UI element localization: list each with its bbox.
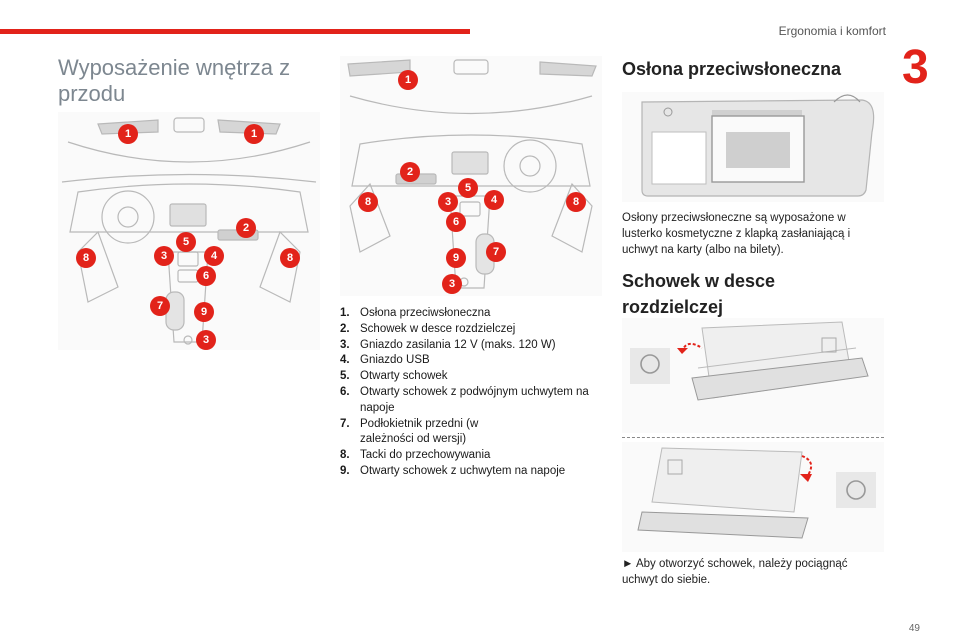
legend-item: 8.Tacki do przechowywania	[340, 449, 491, 462]
chapter-accent-bar	[0, 29, 470, 34]
callout-6: 6	[196, 266, 216, 286]
legend-list: 1.Osłona przeciwsłoneczna 2.Schowek w de…	[340, 306, 602, 480]
callout-8: 8	[280, 248, 300, 268]
page-number: 49	[908, 623, 920, 634]
callout-3: 3	[196, 330, 216, 350]
legend-item: 4.Gniazdo USB	[340, 354, 430, 367]
callout-7: 7	[486, 242, 506, 262]
callout-4: 4	[484, 190, 504, 210]
sunvisor-illustration	[622, 92, 884, 202]
legend-item: 7.Podłokietnik przedni (w zależności od …	[340, 417, 479, 446]
chapter-title: Ergonomia i komfort	[778, 24, 886, 38]
callout-7: 7	[150, 296, 170, 316]
callout-2: 2	[400, 162, 420, 182]
sunvisor-heading: Osłona przeciwsłoneczna	[622, 59, 842, 79]
legend-item: 5.Otwarty schowek	[340, 370, 448, 383]
callout-8: 8	[566, 192, 586, 212]
glovebox-illustration-rhd	[622, 442, 884, 552]
legend-item: 2.Schowek w desce rozdzielczej	[340, 322, 516, 335]
legend-item: 9.Otwarty schowek z uchwytem na napoje	[340, 464, 566, 477]
glovebox-text: ► Aby otworzyć schowek, należy pociągnąć…	[622, 558, 848, 586]
chapter-number: 3	[902, 41, 929, 94]
legend-item: 3.Gniazdo zasilania 12 V (maks. 120 W)	[340, 338, 556, 351]
callout-1: 1	[118, 124, 138, 144]
callout-8: 8	[76, 248, 96, 268]
callout-9: 9	[446, 248, 466, 268]
callout-1: 1	[244, 124, 264, 144]
sunvisor-text: Osłony przeciwsłoneczne są wyposażone w …	[622, 212, 851, 256]
callout-1: 1	[398, 70, 418, 90]
callout-4: 4	[204, 246, 224, 266]
callout-6: 6	[446, 212, 466, 232]
callout-2: 2	[236, 218, 256, 238]
callout-3: 3	[154, 246, 174, 266]
legend-item: 6.Otwarty schowek z podwójnym uchwytem n…	[340, 385, 589, 414]
callout-9: 9	[194, 302, 214, 322]
legend-item: 1.Osłona przeciwsłoneczna	[340, 307, 491, 319]
glovebox-illustration-lhd	[622, 318, 884, 433]
callout-8: 8	[358, 192, 378, 212]
callout-5: 5	[458, 178, 478, 198]
callout-5: 5	[176, 232, 196, 252]
interior-illustration-left: 1 1 2 3 4 5 6 7 8 8 9 3	[58, 112, 320, 350]
callout-3: 3	[442, 274, 462, 294]
callout-3: 3	[438, 192, 458, 212]
page-title: Wyposażenie wnętrza z przodu	[58, 55, 291, 106]
glovebox-heading: Schowek w desce rozdzielczej	[622, 271, 776, 317]
interior-illustration-middle: 1 2 3 4 5 6 7 8 8 9 3	[340, 56, 602, 296]
illustration-divider	[622, 437, 884, 438]
